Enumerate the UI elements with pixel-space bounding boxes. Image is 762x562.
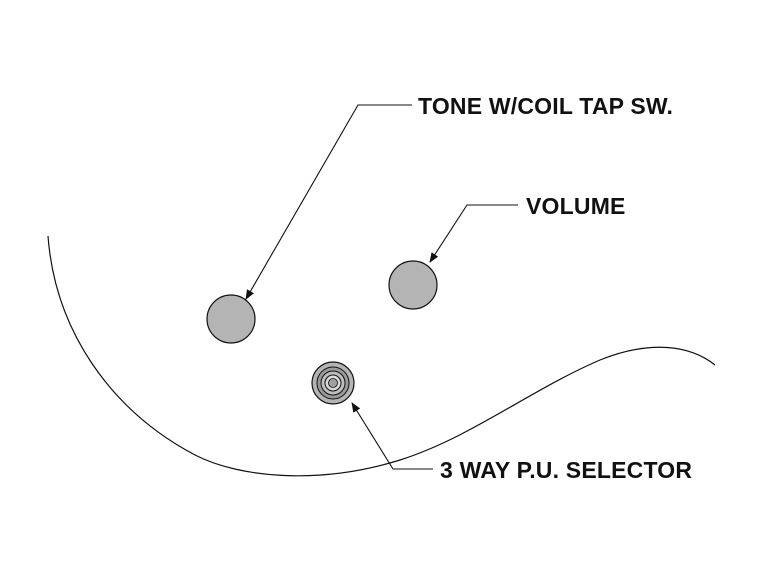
tone-leader-line bbox=[245, 104, 412, 300]
tone-knob-icon bbox=[206, 294, 256, 344]
volume-leader-line bbox=[429, 204, 518, 263]
guitar-body-outline bbox=[47, 235, 716, 477]
tone-label: TONE W/COIL TAP SW. bbox=[418, 93, 673, 119]
selector-leader-line bbox=[351, 402, 433, 470]
selector-switch-icon bbox=[311, 361, 355, 405]
volume-knob-icon bbox=[388, 260, 438, 310]
volume-label: VOLUME bbox=[526, 193, 626, 219]
selector-label: 3 WAY P.U. SELECTOR bbox=[440, 457, 692, 483]
